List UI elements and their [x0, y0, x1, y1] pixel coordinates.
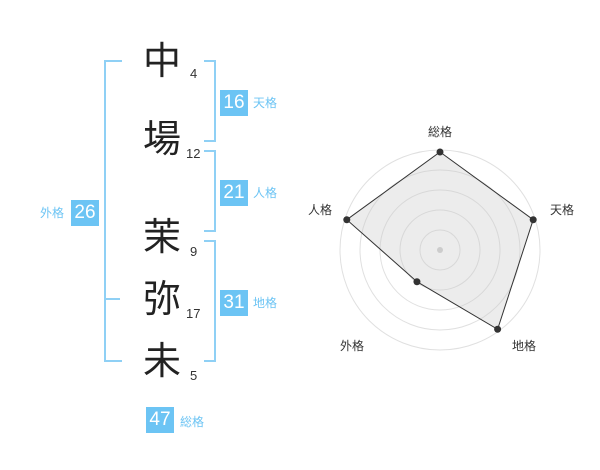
stroke-count-1: 4 — [190, 66, 198, 81]
gaikaku-label: 外格 — [40, 206, 65, 220]
jinkaku-label: 人格 — [253, 186, 278, 200]
gaikaku-bracket — [104, 60, 122, 362]
radar-point-1 — [436, 148, 444, 156]
chikaku-label: 地格 — [253, 296, 278, 310]
name-char-2: 場 — [143, 117, 182, 161]
radar-ring-2 — [399, 209, 481, 291]
radar-point-5 — [343, 216, 351, 224]
radar-point-3 — [494, 325, 502, 333]
tenkaku-label: 天格 — [253, 96, 278, 110]
soukaku-label: 総格 — [180, 415, 205, 429]
radar-axis-label-2: 天格 — [550, 202, 574, 217]
gaikaku-bracket-mid-tick — [104, 298, 120, 300]
radar-point-2 — [529, 216, 537, 224]
radar-point-4 — [413, 278, 421, 286]
chikaku-value-badge: 31 — [220, 290, 248, 316]
stroke-count-4: 17 — [186, 306, 201, 321]
name-char-1: 中 — [143, 39, 182, 83]
jinkaku-bracket — [204, 150, 216, 232]
name-char-4: 弥 — [143, 277, 182, 321]
stroke-count-2: 12 — [186, 146, 201, 161]
radar-axis-label-1: 総格 — [428, 124, 452, 139]
radar-axis-label-4: 外格 — [340, 338, 364, 353]
tenkaku-value-badge: 16 — [220, 90, 248, 116]
name-char-5: 未 — [143, 339, 182, 383]
radar-ring-3 — [379, 189, 501, 311]
radar-ring-4 — [359, 169, 521, 331]
jinkaku-value-badge: 21 — [220, 180, 248, 206]
soukaku-value-badge: 47 — [146, 407, 174, 433]
radar-axis-label-5: 人格 — [308, 202, 332, 217]
stroke-count-5: 5 — [190, 368, 198, 383]
name-char-3: 茉 — [143, 215, 182, 259]
radar-center-dot — [437, 247, 443, 253]
stroke-count-3: 9 — [190, 244, 198, 259]
tenkaku-bracket — [204, 60, 216, 142]
chikaku-bracket — [204, 240, 216, 362]
radar-axis-label-3: 地格 — [512, 338, 536, 353]
radar-ring-1 — [419, 229, 461, 271]
radar-area — [345, 151, 534, 331]
gaikaku-value-badge: 26 — [71, 200, 99, 226]
